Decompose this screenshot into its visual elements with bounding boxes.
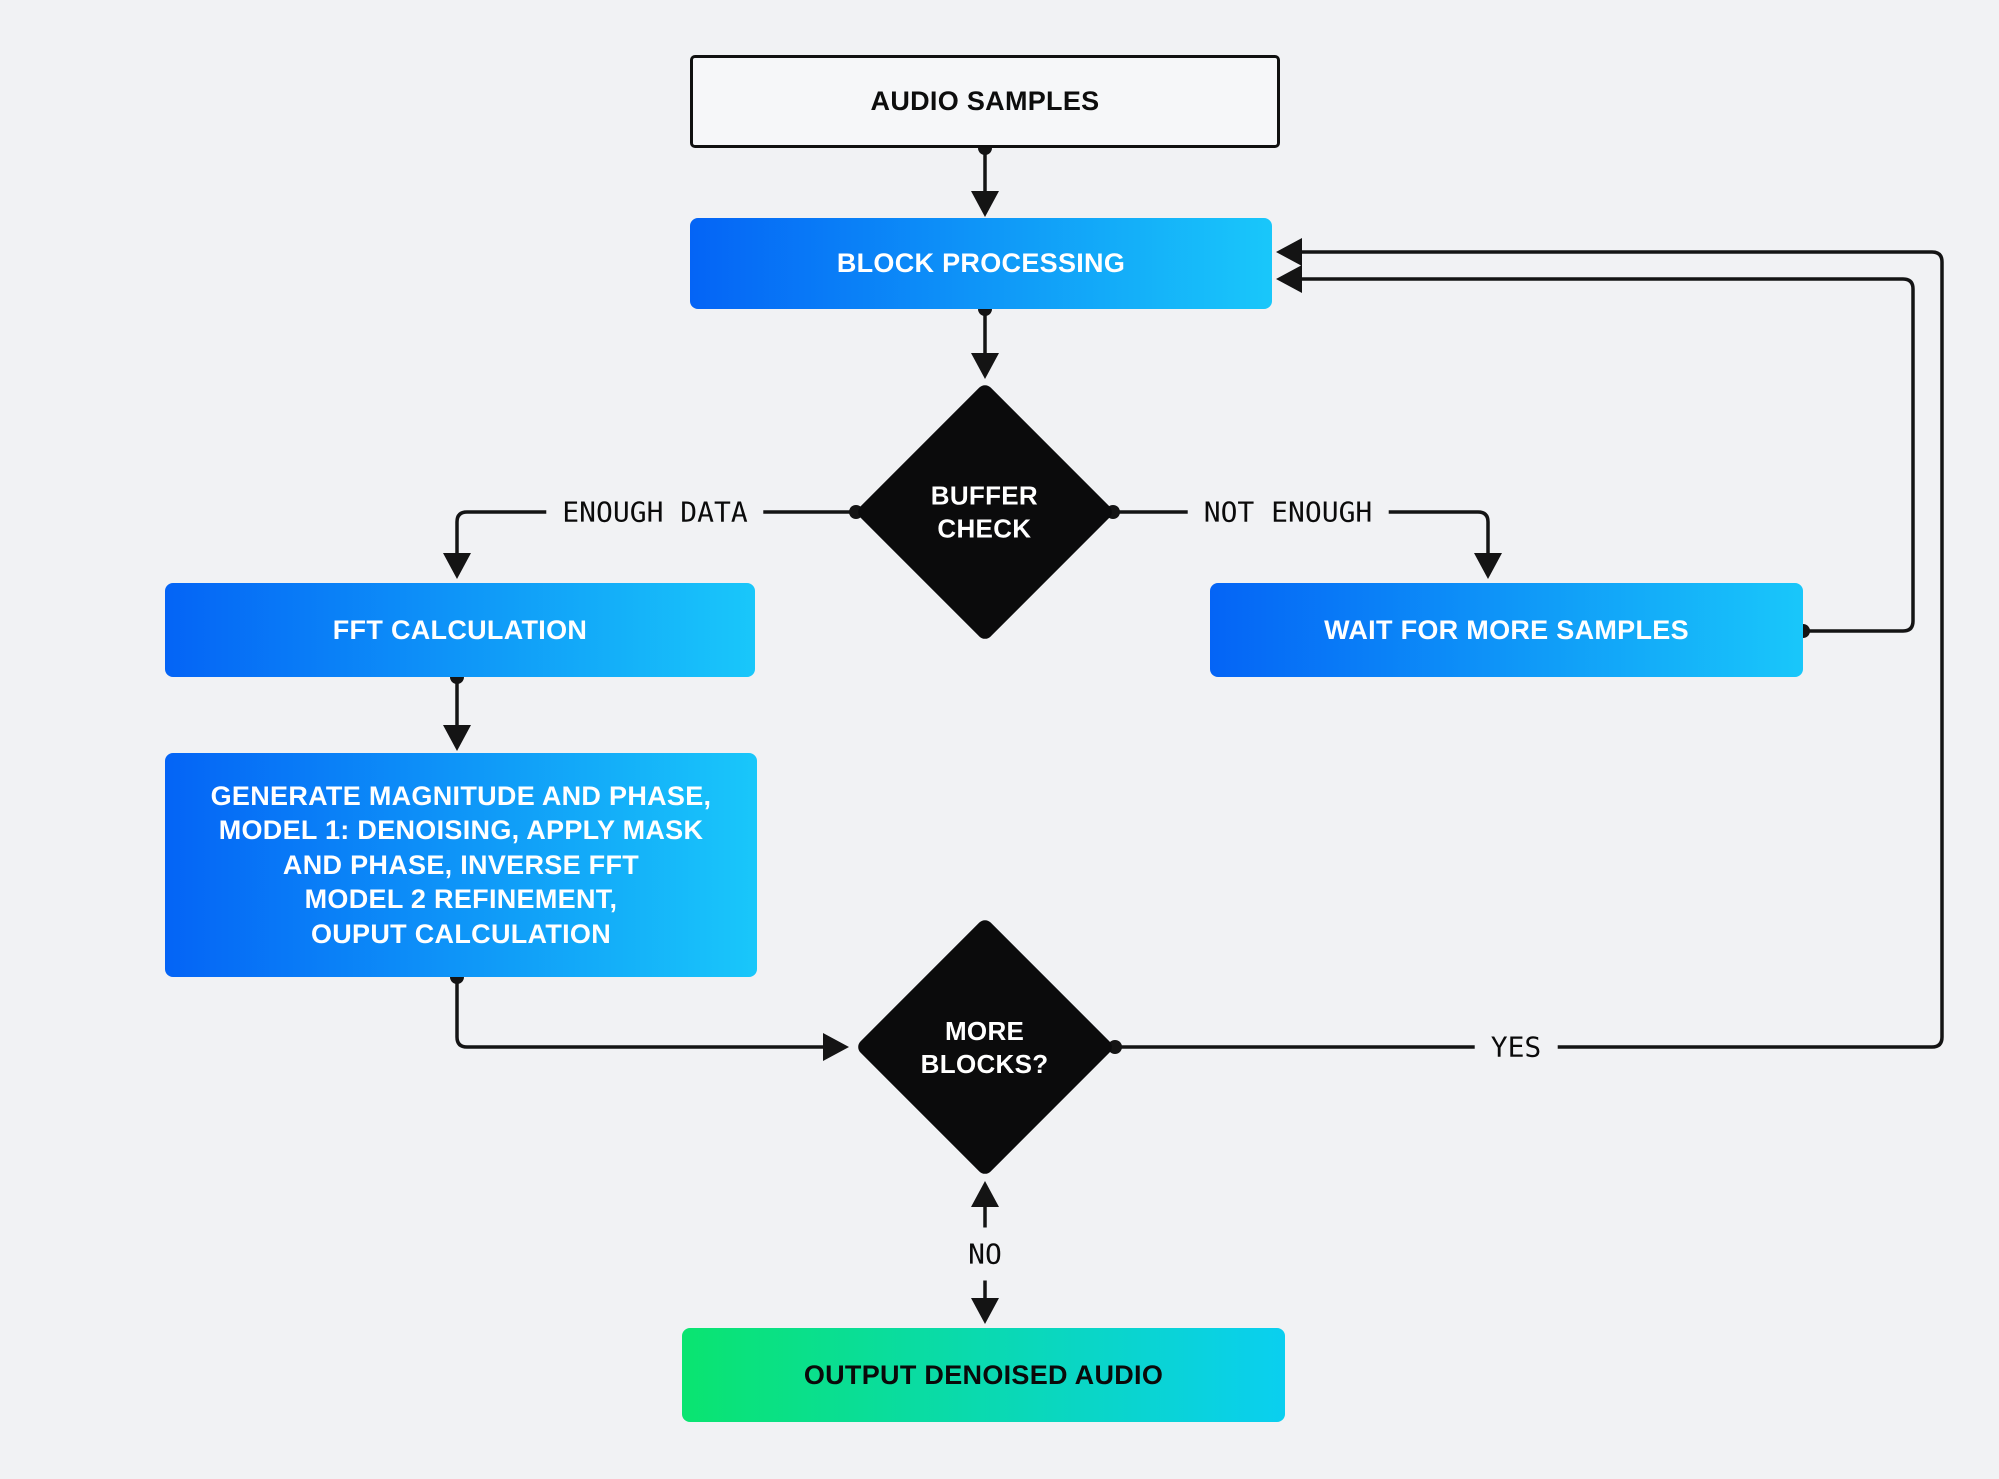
edge-buffer-to-fft [455,510,858,556]
arrowhead-right-icon [823,1033,849,1061]
arrowhead-down-icon [971,353,999,379]
arrowhead-down-icon [971,191,999,217]
node-wait-for-more-samples: WAIT FOR MORE SAMPLES [1210,583,1803,677]
edge-buffer-to-wait [1111,510,1490,556]
decision-more-blocks-label: MORE BLOCKS? [921,1015,1049,1078]
decision-buffer-check-label: BUFFER CHECK [931,480,1039,544]
arrowhead-down-icon [1474,553,1502,579]
arrowhead-down-icon [443,725,471,751]
node-processing-steps: GENERATE MAGNITUDE AND PHASE, MODEL 1: D… [165,753,757,977]
node-audio-samples: AUDIO SAMPLES [690,55,1280,148]
edge-label-no: NO [958,1227,1012,1281]
arrowhead-left-icon [1276,265,1302,293]
arrowhead-up-icon [971,1181,999,1207]
arrowhead-down-icon [443,553,471,579]
edge-wait-to-block [1300,277,1915,633]
edge-label-not-enough: NOT ENOUGH [1187,493,1389,531]
node-block-processing: BLOCK PROCESSING [690,218,1272,309]
arrowhead-down-icon [971,1298,999,1324]
edge-label-enough-data: ENOUGH DATA [546,493,764,531]
edge-label-yes: YES [1474,1028,1558,1066]
node-fft-calculation: FFT CALCULATION [165,583,755,677]
edge-steps-to-more [455,975,825,1049]
node-output-denoised-audio: OUTPUT DENOISED AUDIO [682,1328,1285,1422]
arrowhead-left-icon [1276,238,1302,266]
edge-more-to-block-yes [1113,250,1944,1049]
